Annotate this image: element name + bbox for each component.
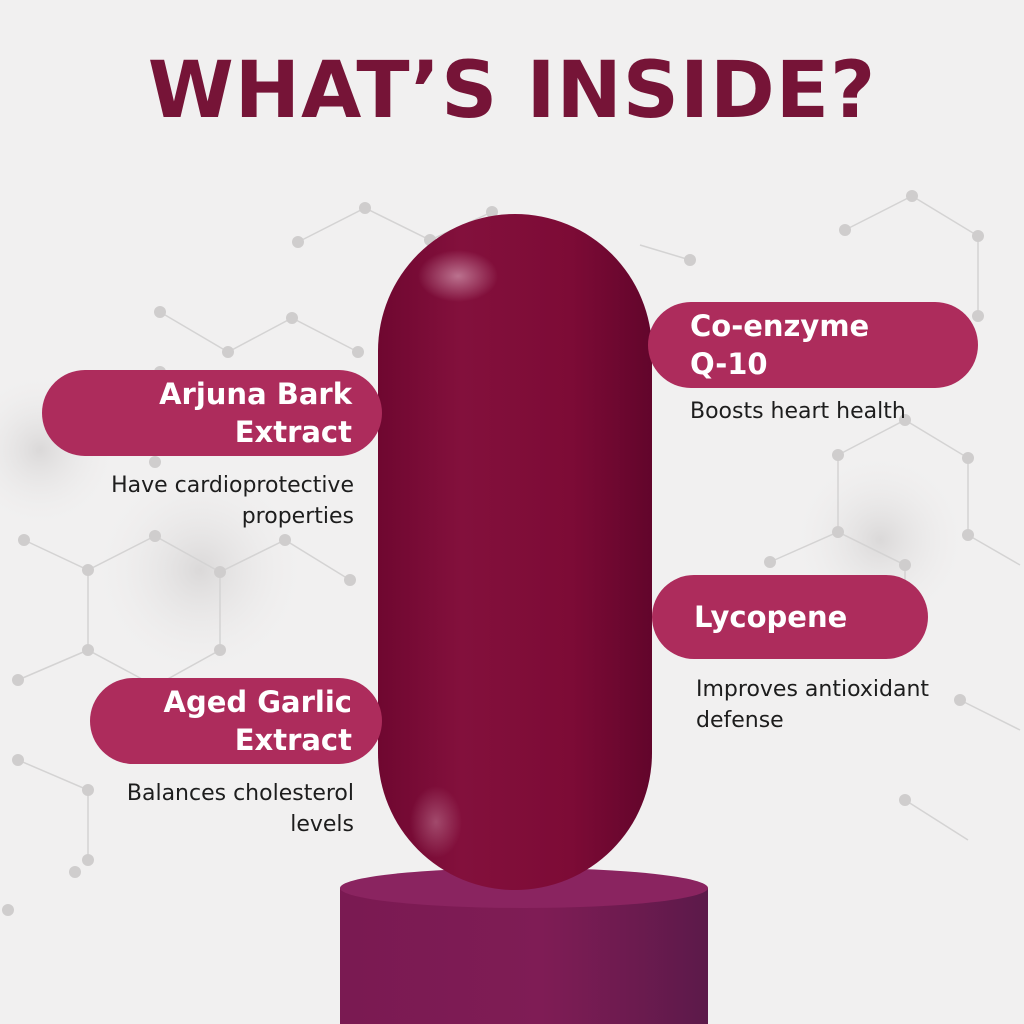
ingredient-name-line2: Extract (234, 723, 352, 757)
ingredient-name-line1: Lycopene (694, 600, 848, 634)
ingredient-desc-lycopene: Improves antioxidant defense (696, 677, 930, 733)
ingredient-name-line1: Arjuna Bark (159, 377, 352, 411)
ingredient-name-line2: Extract (234, 415, 352, 449)
pedestal (340, 868, 708, 1024)
ingredient-label-garlic: Aged Garlic Extract (90, 678, 382, 764)
ingredient-name-line1: Aged Garlic (163, 685, 352, 719)
ingredient-desc-garlic: Balances cholesterol levels (126, 781, 354, 837)
ingredient-name-line1: Co-enzyme (690, 309, 870, 343)
ingredient-label-coq10: Co-enzyme Q-10 (648, 302, 978, 388)
capsule-image (378, 214, 652, 890)
ingredient-label-lycopene: Lycopene (652, 575, 928, 659)
ingredient-desc-coq10: Boosts heart health (690, 399, 906, 424)
ingredient-desc-arjuna: Have cardioprotective properties (111, 473, 354, 529)
ingredient-label-arjuna: Arjuna Bark Extract (42, 370, 382, 456)
ingredient-name-line2: Q-10 (690, 347, 768, 381)
page-title: WHAT’S INSIDE? (147, 46, 877, 136)
